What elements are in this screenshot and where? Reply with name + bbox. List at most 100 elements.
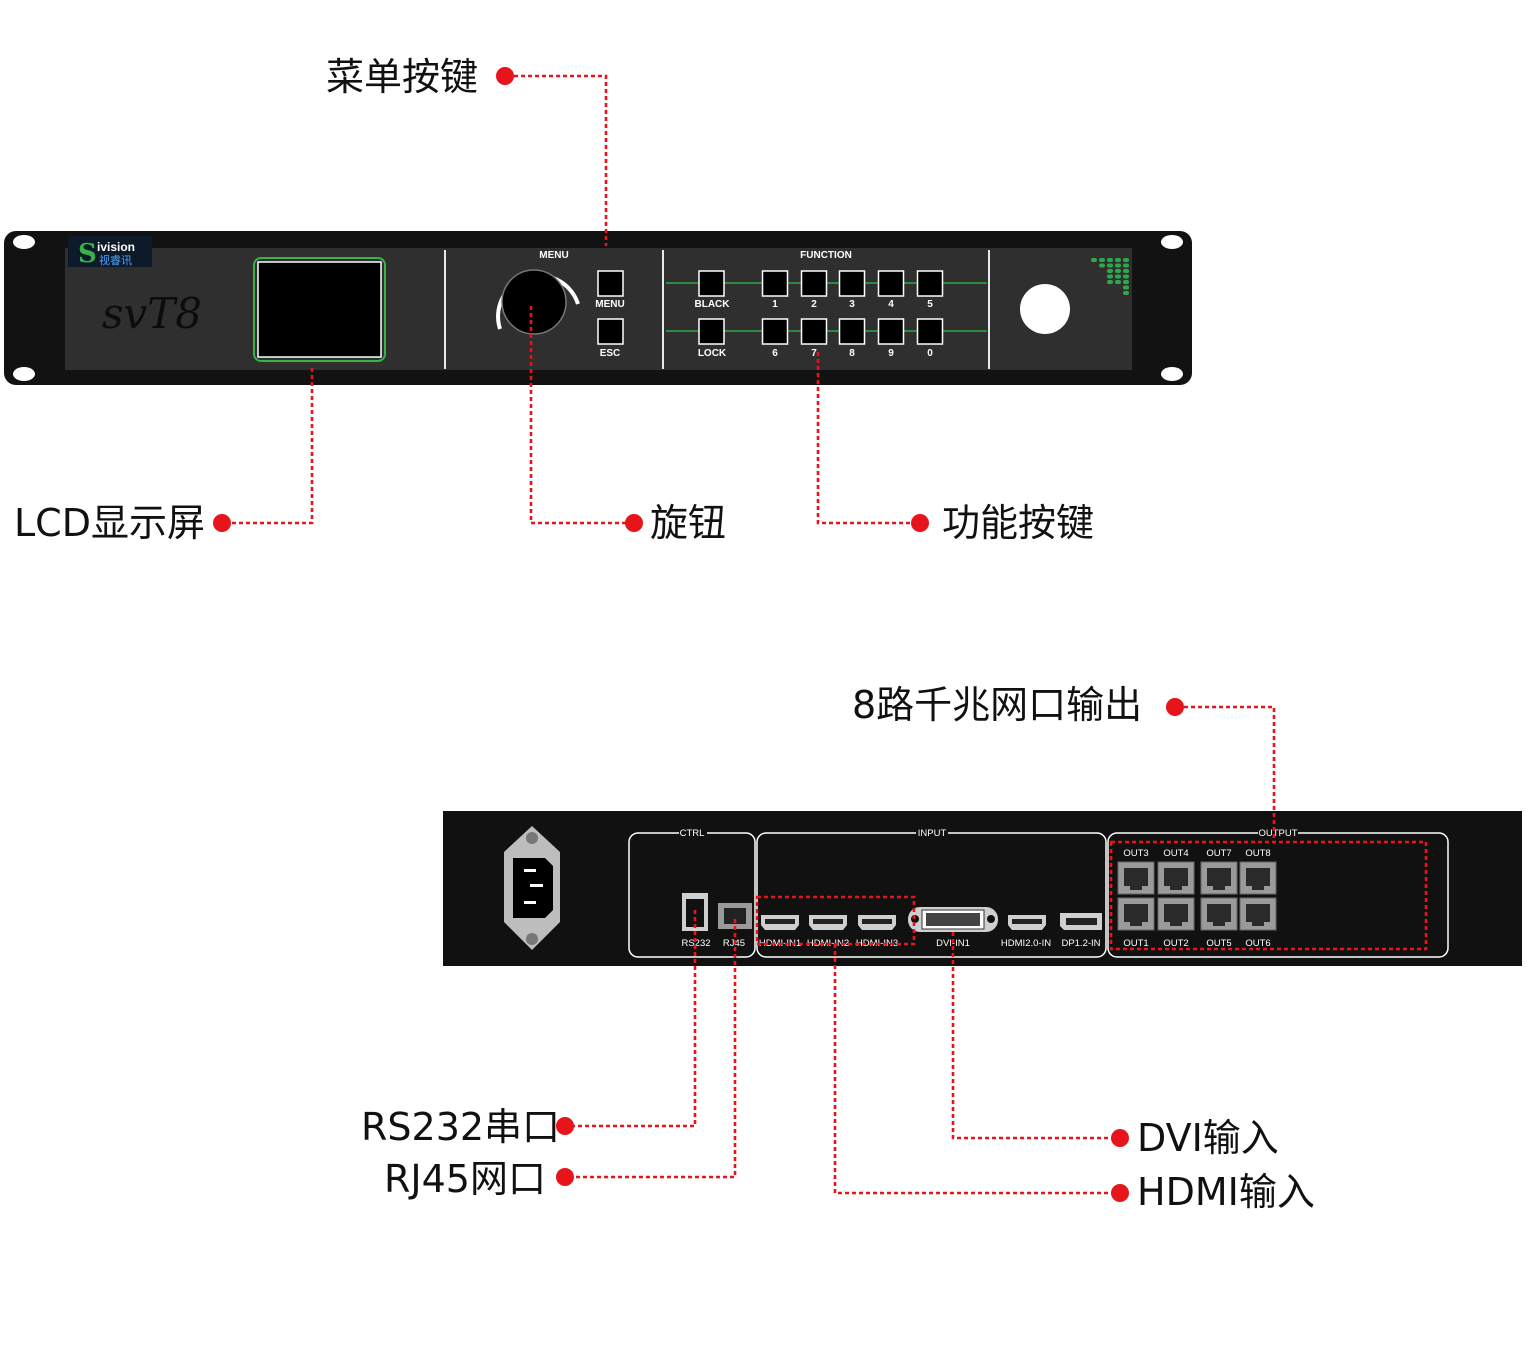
out4-label: OUT4: [1163, 848, 1188, 859]
rack-hole: [13, 235, 35, 249]
port-socket: [1164, 868, 1188, 886]
port-socket: [1246, 904, 1270, 922]
number-key-label: 7: [811, 348, 817, 359]
lock-button-label: LOCK: [698, 348, 727, 359]
output-header: OUTPUT: [1258, 828, 1297, 839]
callout-menu-keys: 菜单按键: [326, 55, 479, 99]
black-button-label: BLACK: [695, 299, 731, 310]
callout-dot: [556, 1168, 574, 1186]
menu-button[interactable]: [597, 270, 624, 297]
rack-hole: [1161, 235, 1183, 249]
hdmi-in1-port[interactable]: [761, 915, 799, 930]
rack-hole: [1161, 367, 1183, 381]
hdmi2-in-port[interactable]: [1008, 915, 1046, 930]
port-socket: [1246, 868, 1270, 886]
ctrl-header: CTRL: [680, 828, 705, 839]
hdmi2-in-label: HDMI2.0-IN: [1001, 938, 1051, 949]
led-indicator: [1123, 269, 1129, 273]
port-socket: [1124, 904, 1148, 922]
function-header: FUNCTION: [800, 250, 852, 261]
number-key-6[interactable]: [761, 318, 789, 345]
lcd-bezel: [253, 257, 386, 362]
callout-hdmi-in: HDMI输入: [1137, 1170, 1315, 1214]
leader-hdmi: [833, 944, 1118, 1195]
port-latch: [1170, 922, 1182, 926]
lock-button[interactable]: [698, 318, 725, 345]
led-indicator: [1123, 274, 1129, 279]
led-indicator: [1115, 269, 1121, 273]
number-key-0[interactable]: [916, 318, 944, 345]
status-led-grid: [1091, 258, 1129, 295]
callout-dot: [496, 67, 514, 85]
out6-label: OUT6: [1245, 938, 1270, 949]
out2-label: OUT2: [1163, 938, 1188, 949]
led-indicator: [1107, 280, 1113, 284]
black-button[interactable]: [698, 270, 725, 297]
number-key-label: 9: [888, 348, 894, 359]
leader-rj45: [565, 919, 737, 1179]
number-key-3[interactable]: [838, 270, 866, 297]
callout-dvi-in: DVI输入: [1137, 1116, 1279, 1160]
port-latch: [1252, 922, 1264, 926]
callout-function-keys: 功能按键: [942, 501, 1095, 545]
port-socket: [1124, 868, 1148, 886]
led-indicator: [1099, 263, 1105, 268]
ir-receiver: [1020, 284, 1070, 334]
output-highlight: [1109, 840, 1428, 951]
number-key-2[interactable]: [800, 270, 828, 297]
number-key-4[interactable]: [877, 270, 905, 297]
rotary-knob[interactable]: [501, 269, 567, 335]
led-indicator: [1115, 258, 1121, 262]
number-key-8[interactable]: [838, 318, 866, 345]
menu-button-label: MENU: [595, 299, 624, 310]
number-key-5[interactable]: [916, 270, 944, 297]
leader-lcd: [222, 368, 314, 525]
input-header: INPUT: [918, 828, 947, 839]
brand-name: ivision: [97, 240, 135, 254]
hdmi-in3-port[interactable]: [858, 915, 896, 930]
led-indicator: [1107, 269, 1113, 273]
model-label: svT8: [102, 289, 202, 338]
led-indicator: [1123, 291, 1129, 295]
port-latch: [1213, 886, 1225, 890]
callout-rj45: RJ45网口: [384, 1157, 546, 1201]
number-key-9[interactable]: [877, 318, 905, 345]
port-latch: [1252, 886, 1264, 890]
rack-hole: [13, 367, 35, 381]
number-key-1[interactable]: [761, 270, 789, 297]
port-socket: [1207, 868, 1231, 886]
lcd-screen: [257, 261, 382, 358]
callout-gigabit-out: 8路千兆网口输出: [852, 683, 1143, 727]
number-key-label: 2: [811, 299, 817, 310]
callout-lcd: LCD显示屏: [14, 501, 205, 545]
brand-logo: S ivision 视睿讯: [68, 236, 152, 269]
leader-function-keys: [816, 352, 920, 525]
hdmi-in2-port[interactable]: [809, 915, 847, 930]
led-indicator: [1107, 263, 1113, 268]
esc-button[interactable]: [597, 318, 624, 345]
brand-cn: 视睿讯: [99, 253, 132, 267]
dvi-in1-port[interactable]: [908, 907, 998, 932]
led-indicator: [1099, 258, 1105, 262]
number-key-label: 3: [849, 299, 855, 310]
rs232-label: RS232: [681, 938, 710, 949]
port-latch: [1170, 886, 1182, 890]
led-indicator: [1123, 258, 1129, 262]
out3-label: OUT3: [1123, 848, 1148, 859]
callout-knob: 旋钮: [650, 501, 727, 545]
dp-in-port[interactable]: [1060, 913, 1102, 930]
rear-chassis: [443, 811, 1522, 966]
number-key-label: 5: [927, 299, 933, 310]
led-indicator: [1091, 258, 1097, 262]
callout-rs232: RS232串口: [361, 1105, 561, 1149]
port-socket: [1164, 904, 1188, 922]
led-indicator: [1107, 258, 1113, 262]
front-panel: S ivision 视睿讯 svT8 MENU MENU ESC FUNCTIO…: [4, 231, 1192, 385]
port-latch: [1130, 922, 1142, 926]
number-key-7[interactable]: [800, 318, 828, 345]
number-key-label: 8: [849, 348, 855, 359]
callout-dot: [556, 1117, 574, 1135]
dvi-in1-label: DVI-IN1: [936, 938, 970, 949]
